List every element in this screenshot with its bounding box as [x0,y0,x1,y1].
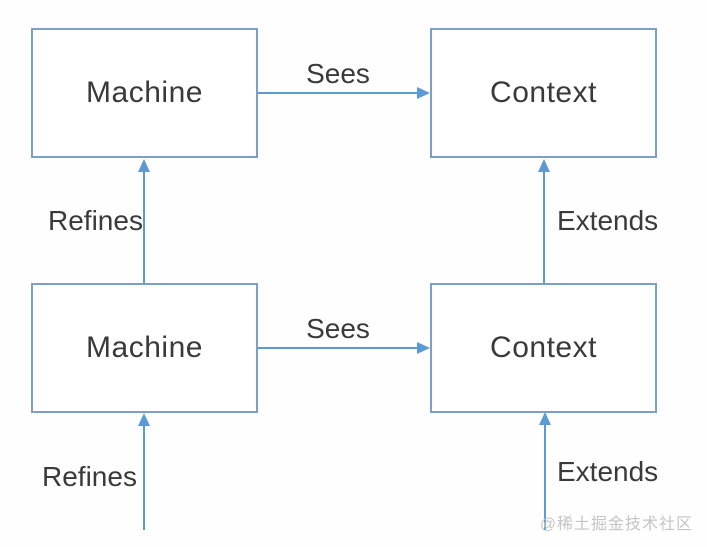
node-label: Context [490,76,597,109]
edge-label-extends-middle: Extends [557,205,659,236]
node-machine-bottom: Machine [31,283,258,413]
sees-bottom-arrow-line [258,347,418,349]
watermark-text: @稀土掘金技术社区 [539,516,693,533]
edge-label-refines-bottom: Refines [42,461,137,492]
sees-top-arrow-line [258,92,418,94]
node-context-bottom: Context [430,283,657,413]
refines-bottom-arrowhead-icon [138,413,150,426]
sees-top-arrowhead-icon [417,87,430,99]
edge-label-refines-middle: Refines [48,205,143,236]
node-label: Context [490,331,597,364]
extends-bottom-arrow-line [544,423,546,530]
node-context-top: Context [430,28,657,158]
extends-bottom-arrowhead-icon [539,412,551,425]
edge-label-extends-bottom: Extends [557,456,659,487]
edge-label-sees-top: Sees [306,58,370,89]
extends-middle-arrow-line [543,170,545,283]
sees-bottom-arrowhead-icon [417,342,430,354]
refines-middle-arrow-line [143,170,145,283]
edge-label-sees-bottom: Sees [306,313,370,344]
extends-middle-arrowhead-icon [538,159,550,172]
refines-bottom-arrow-line [143,424,145,530]
node-label: Machine [86,331,203,364]
node-machine-top: Machine [31,28,258,158]
node-label: Machine [86,76,203,109]
refines-middle-arrowhead-icon [138,159,150,172]
